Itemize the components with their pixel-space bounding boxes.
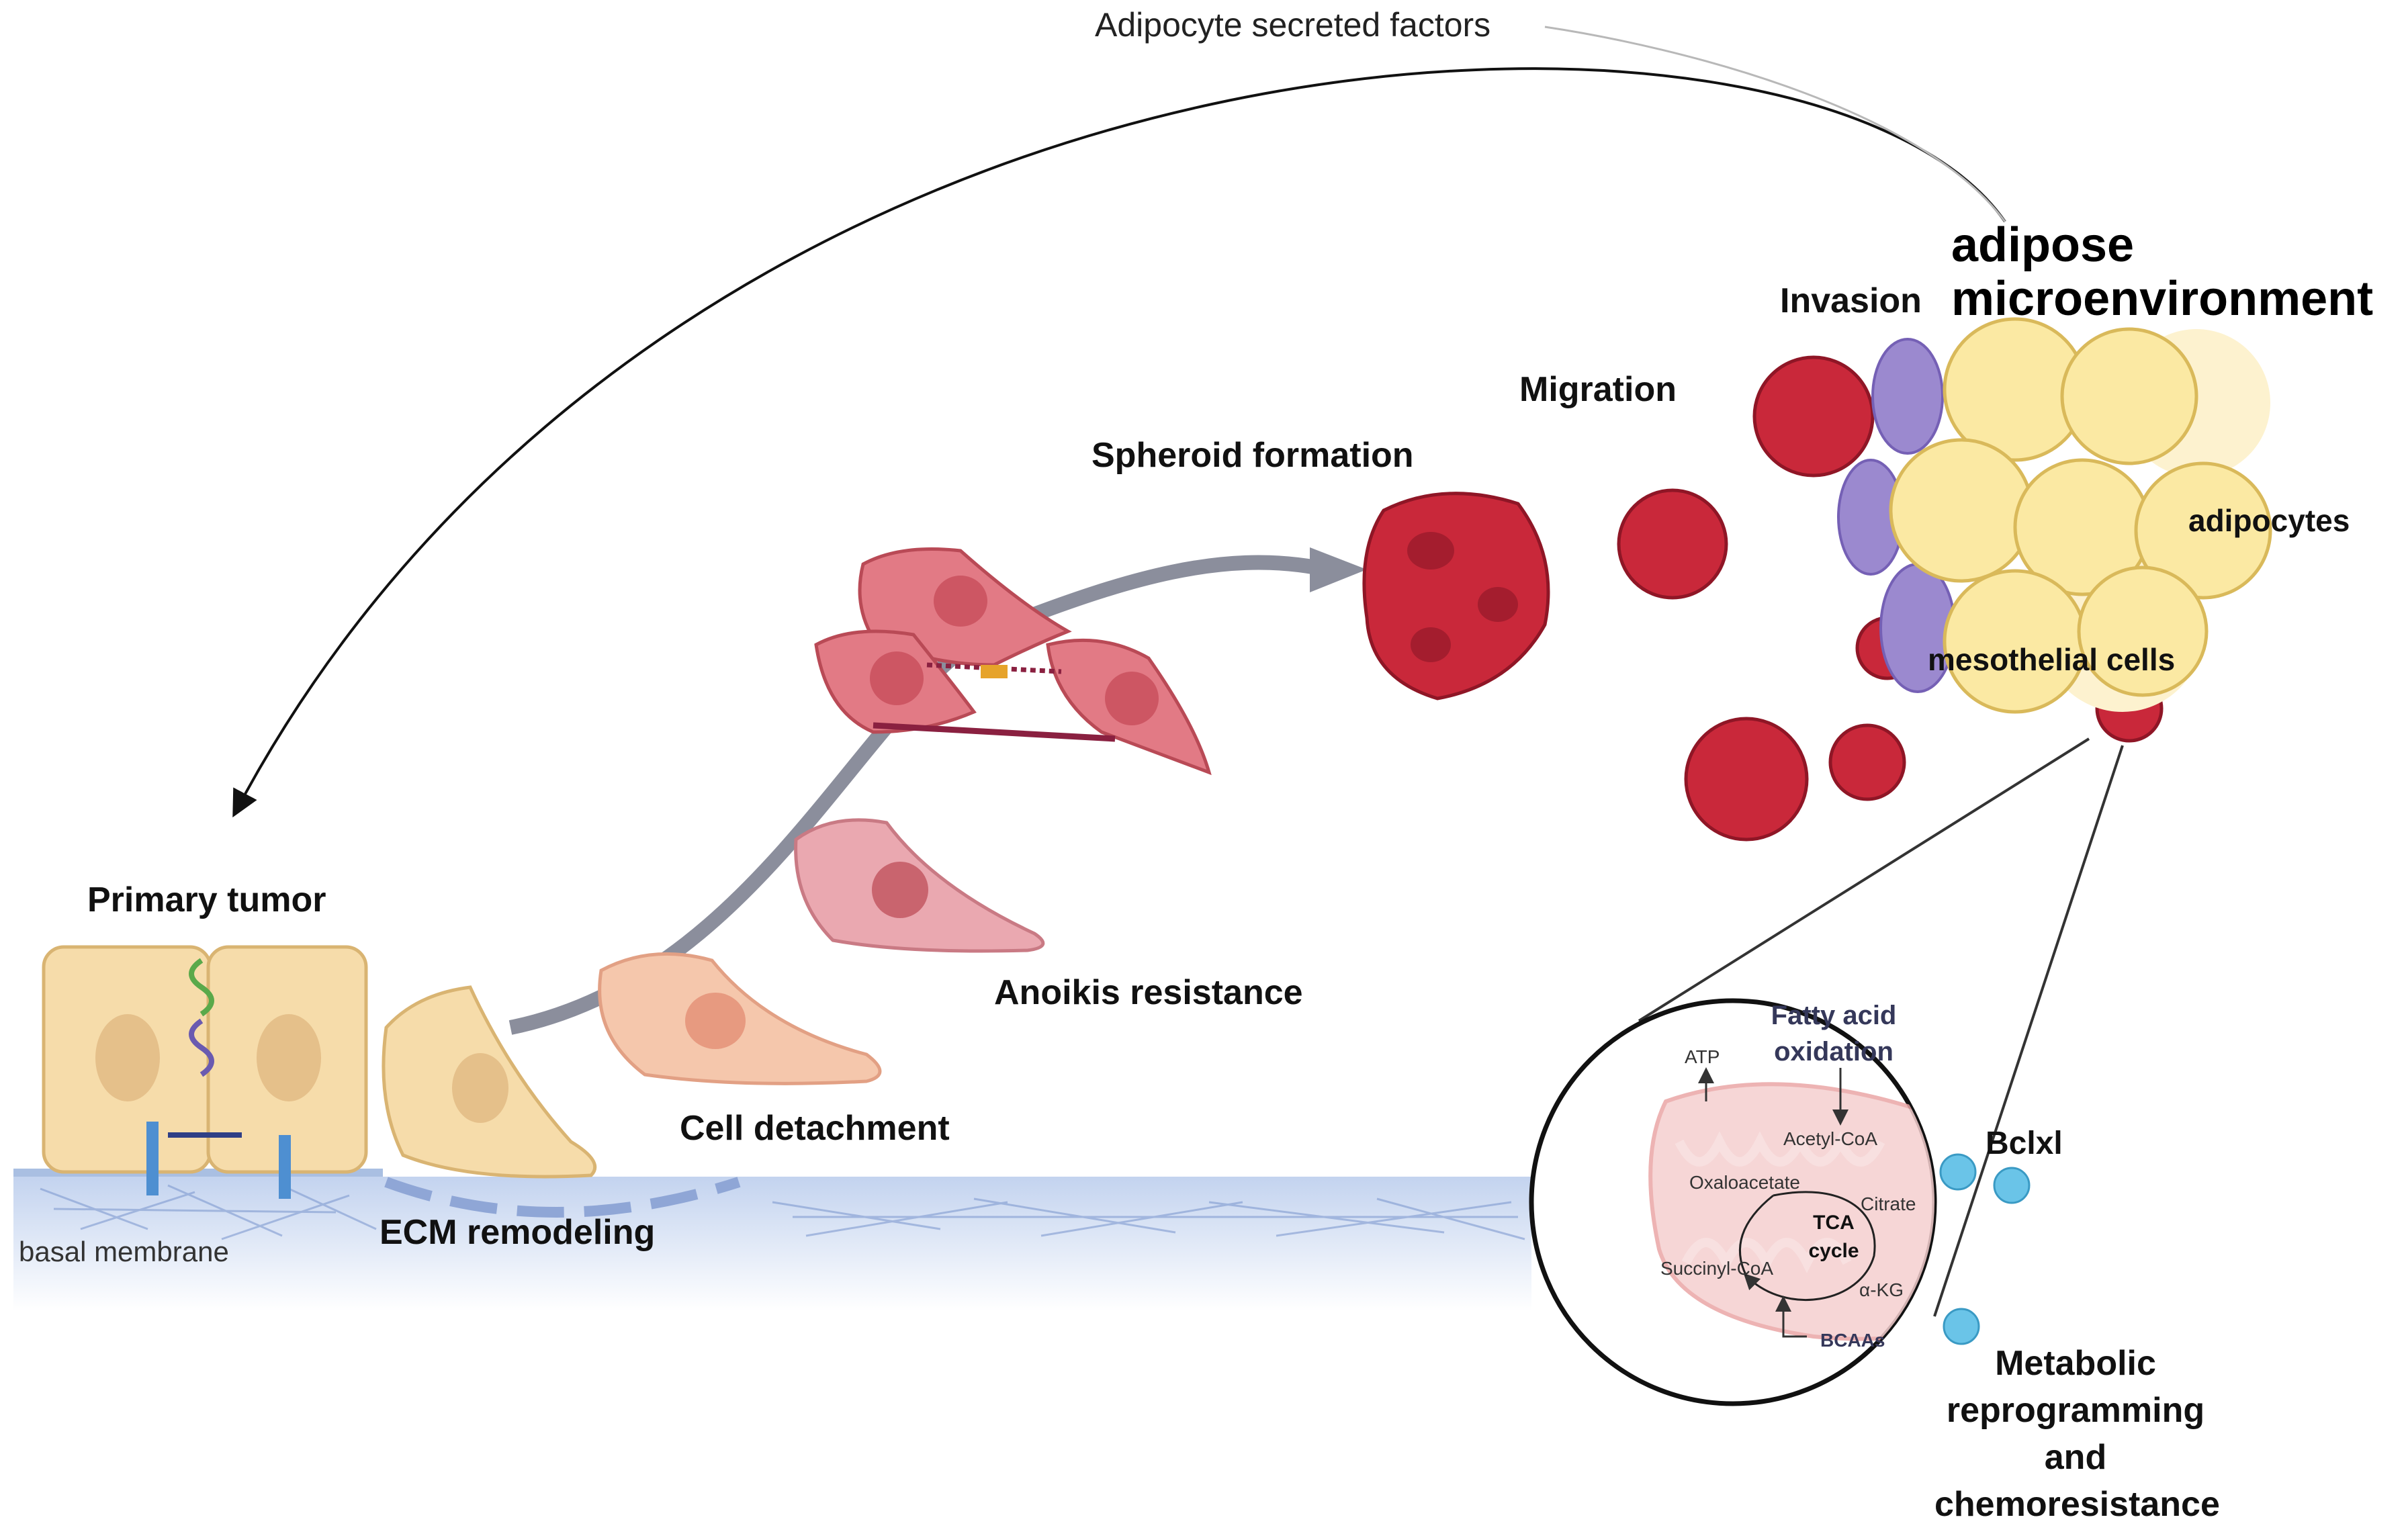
- ecm-remodeling-label: ECM remodeling: [380, 1213, 656, 1252]
- mesothelial-cells-graphic: [1837, 338, 1956, 693]
- adipose-line1: adipose: [1951, 218, 2135, 272]
- metabolic-reprogramming-label: Metabolic reprogramming and chemoresista…: [1934, 1344, 2220, 1524]
- adipocytes-label: adipocytes: [2188, 503, 2350, 538]
- citrate-label: Citrate: [1861, 1193, 1916, 1214]
- mesothelial-cells-label: mesothelial cells: [1928, 642, 2176, 677]
- primary-tumor-label: Primary tumor: [87, 880, 326, 919]
- spheroids: [1362, 355, 2164, 842]
- anoikis-cell-cluster: [814, 547, 1212, 776]
- adipose-microenvironment-label: adipose microenvironment: [1951, 218, 2373, 326]
- fatty-acid-oxidation-label: Fatty acid oxidation: [1771, 1001, 1897, 1067]
- adipose-line2: microenvironment: [1951, 272, 2374, 326]
- bclxl-label: Bclxl: [1986, 1126, 2063, 1161]
- anoikis-resistance-label: Anoikis resistance: [994, 973, 1303, 1012]
- bclxl-proteins: [1939, 1153, 2031, 1345]
- spheroid-formation-label: Spheroid formation: [1091, 436, 1414, 475]
- cell-detachment-label: Cell detachment: [680, 1109, 950, 1148]
- migration-label: Migration: [1519, 370, 1677, 409]
- detaching-cells: [382, 818, 1045, 1179]
- bcaas-label: BCAAs: [1820, 1330, 1885, 1351]
- basal-membrane-label: basal membrane: [19, 1236, 229, 1267]
- ecm-band: [13, 1169, 1531, 1311]
- succinyl-coa-label: Succinyl-CoA: [1660, 1258, 1774, 1279]
- secreted-factors-arrow: [232, 67, 2006, 818]
- tca-cycle-label: TCA cycle: [1808, 1212, 1859, 1262]
- acetyl-coa-label: Acetyl-CoA: [1783, 1128, 1878, 1149]
- invasion-label: Invasion: [1780, 281, 1922, 320]
- atp-label: ATP: [1685, 1046, 1720, 1067]
- alpha-kg-label: α-KG: [1859, 1279, 1904, 1300]
- secreted-factors-label: Adipocyte secreted factors: [1095, 6, 1491, 44]
- primary-tumor-cells: [42, 945, 368, 1199]
- adipocytes-graphic: [1889, 317, 2272, 714]
- oxaloacetate-label: Oxaloacetate: [1689, 1172, 1800, 1193]
